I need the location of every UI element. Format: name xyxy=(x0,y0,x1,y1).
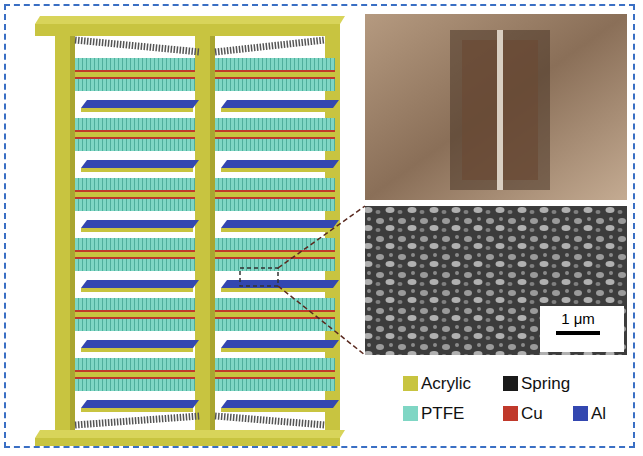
legend-text: Spring xyxy=(521,374,570,394)
legend-text: PTFE xyxy=(421,404,464,424)
legend-swatch xyxy=(503,406,518,421)
legend-swatch xyxy=(573,406,588,421)
legend-swatch xyxy=(503,376,518,391)
legend-text: Al xyxy=(591,404,606,424)
legend-text: Acrylic xyxy=(421,374,471,394)
legend-text: Cu xyxy=(521,404,543,424)
legend-swatch xyxy=(403,376,418,391)
scale-label: 1 μm xyxy=(561,310,595,328)
legend-swatch xyxy=(403,406,418,421)
